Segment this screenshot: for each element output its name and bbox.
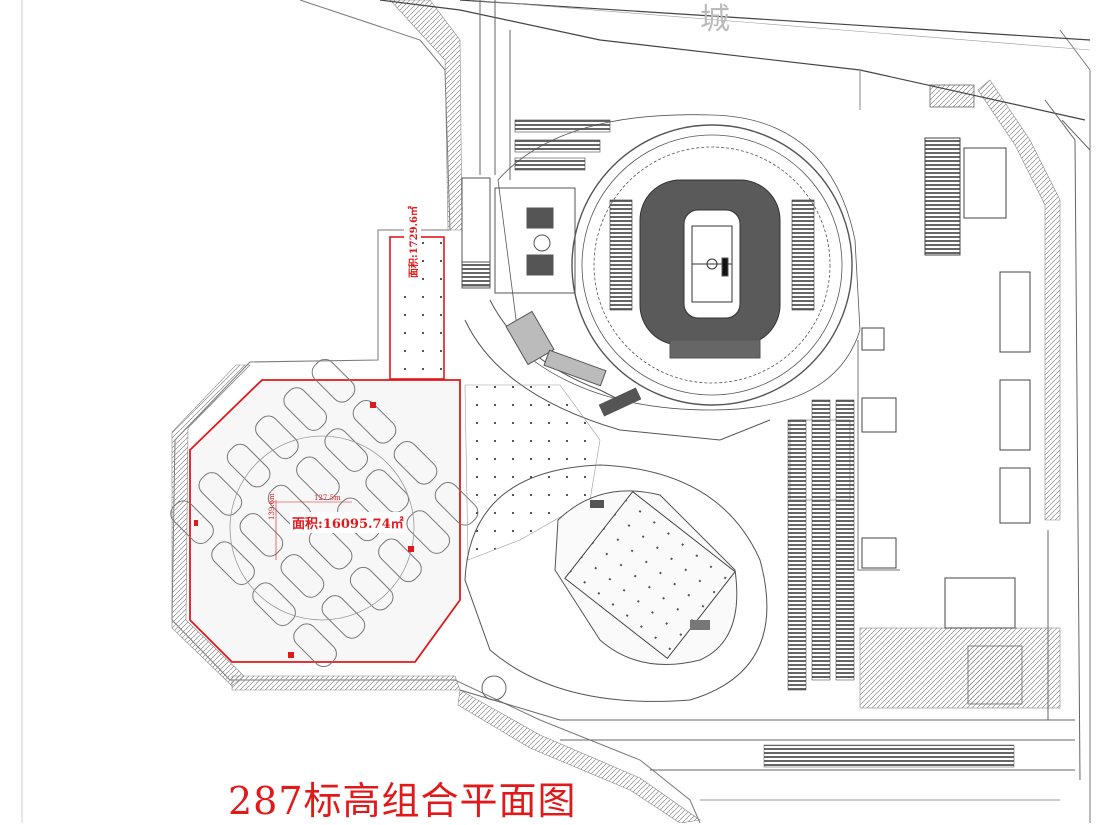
east-buildings xyxy=(857,137,1031,629)
top-road xyxy=(379,0,1091,121)
west-road xyxy=(479,0,511,180)
road-name-watermark: 城 xyxy=(700,2,736,37)
strip-area-label: 面积:1729.6㎡ xyxy=(404,204,421,280)
parking-rows-east xyxy=(787,399,855,691)
dimension-vertical: 139.6m xyxy=(268,493,276,520)
perimeter-hatch xyxy=(171,0,1061,823)
stadium xyxy=(497,114,861,411)
arena xyxy=(464,464,768,702)
parking-bays-north xyxy=(514,119,611,171)
stadium-ramps xyxy=(464,299,771,441)
drawing-title: 287标高组合平面图 xyxy=(228,779,577,823)
south-roads xyxy=(459,675,1075,801)
east-road xyxy=(1044,99,1091,781)
main-parking-area-label: 面积:16095.74㎡ xyxy=(290,512,406,533)
service-block xyxy=(461,177,576,294)
dimension-horizontal: 127.5m xyxy=(314,494,341,502)
